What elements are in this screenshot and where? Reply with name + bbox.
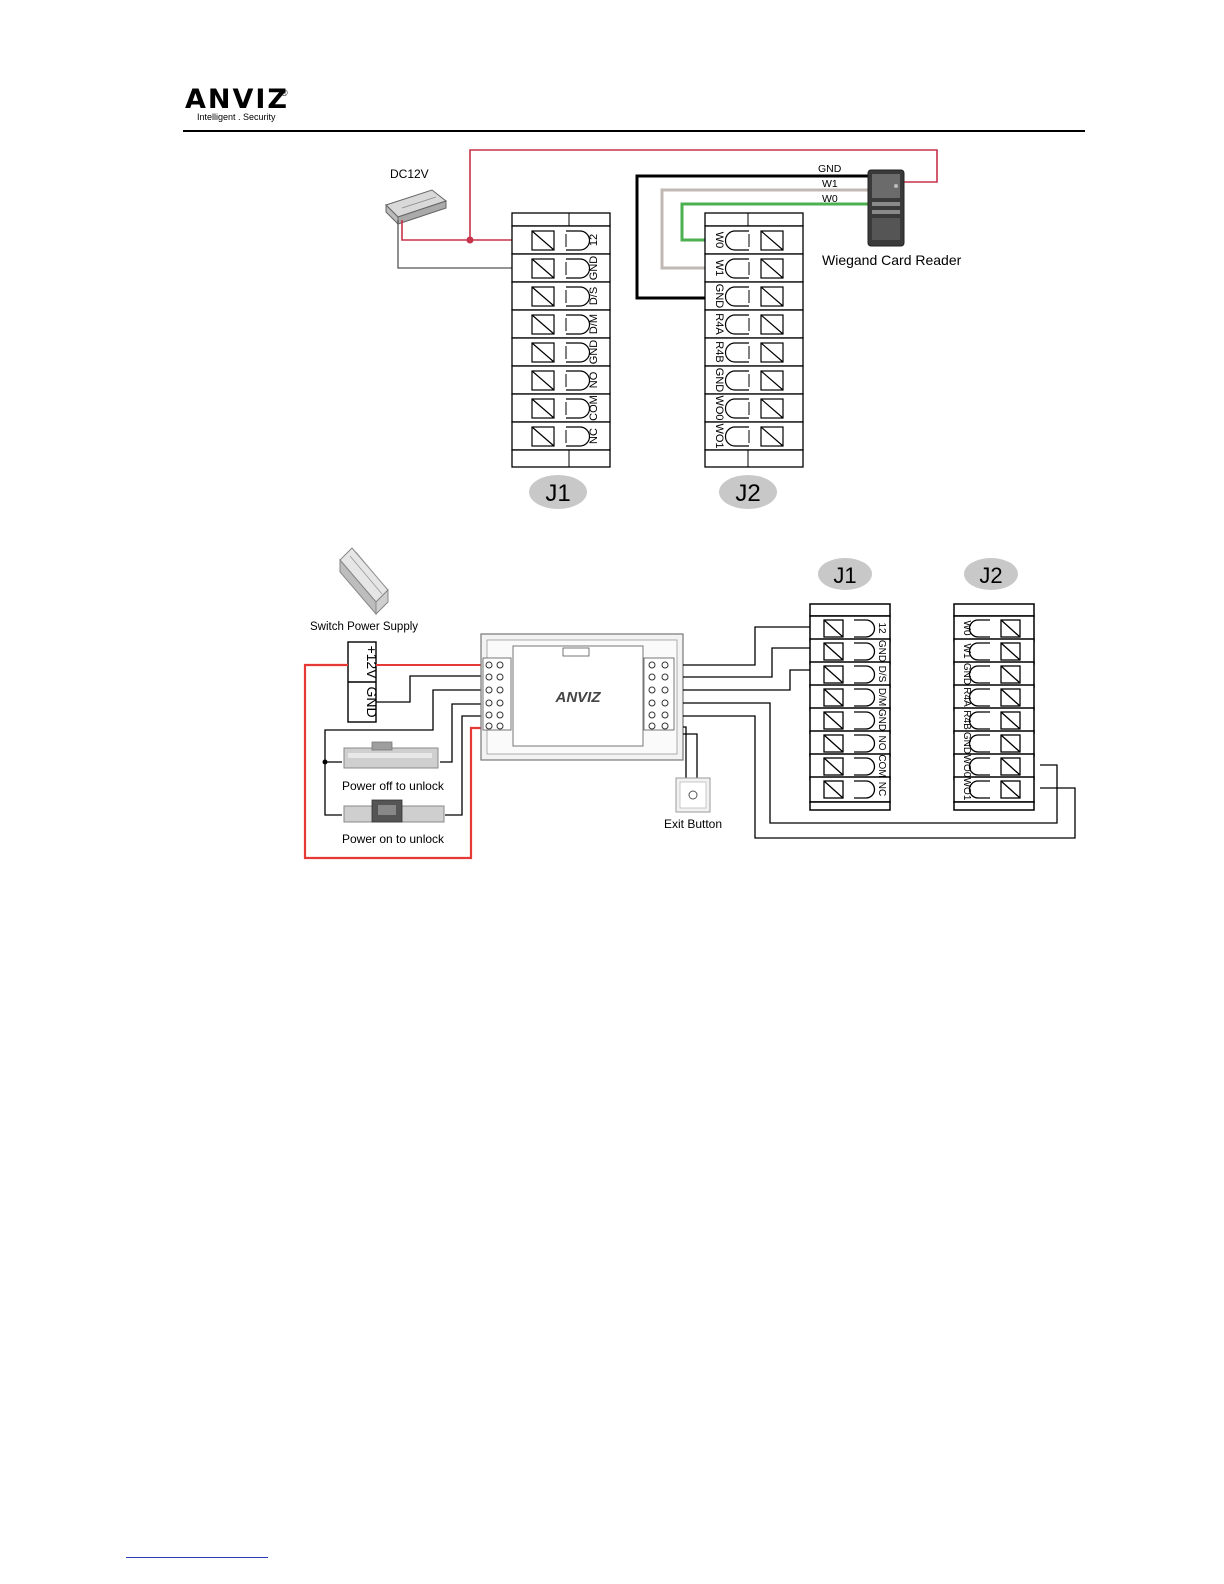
gnd-controller-wire [376, 676, 481, 702]
dc12v-power-supply-icon [386, 190, 446, 224]
dc12v-label: DC12V [390, 167, 429, 181]
j2b-label-wo1: WO1 [961, 778, 972, 801]
wire-label-w0: W0 [822, 193, 838, 205]
junction-dot [467, 237, 474, 244]
j2-label-r4b: R4B [713, 341, 725, 362]
j2-label-gnd: GND [713, 284, 725, 309]
reader-label: Wiegand Card Reader [822, 252, 962, 268]
j1-gnd-wire [683, 648, 810, 677]
j2-label-gnd2: GND [713, 368, 725, 393]
j2-terminal-block-2: W0 W1 GND R4A R4B GND WO0 WO1 [954, 604, 1034, 810]
lock2-wire [445, 716, 481, 815]
j2b-label-gnd: GND [961, 663, 972, 685]
j1-label-12: 12 [588, 234, 600, 246]
j1-tag-label: J1 [545, 480, 570, 507]
j1-label-gnd2: GND [588, 340, 600, 365]
lock1-wire [440, 704, 481, 762]
j1b-label-com: COM [876, 754, 887, 777]
j1b-label-ds: D/S [876, 666, 887, 683]
j1b-label-gnd2: GND [876, 709, 887, 731]
j2-tag-2-label: J2 [979, 563, 1002, 588]
wire-label-gnd: GND [818, 163, 842, 175]
j1b-label-no: NO [876, 736, 887, 751]
j2b-label-r4a: R4A [961, 687, 972, 707]
j2-label-r4a: R4A [713, 313, 725, 335]
supply-gnd-wire [398, 220, 512, 268]
j1b-label-dm: D/M [876, 688, 887, 706]
j1-label-com: COM [588, 395, 600, 421]
lock2-label: Power on to unlock [342, 832, 445, 846]
j2-tag-label: J2 [735, 480, 760, 507]
j1-12-wire [683, 627, 810, 665]
j2-terminal-block: W0 W1 GND R4A R4B GND WO0 WO1 [705, 213, 803, 467]
j1-label-no: NO [588, 371, 600, 388]
switch-power-supply-icon [340, 548, 388, 614]
j1-label-gnd: GND [588, 256, 600, 281]
j2-label-wo1: WO1 [713, 423, 725, 448]
j1-terminal-block: 12 GND D/S D/M GND NO COM NC [512, 213, 610, 467]
j2-label-wo0: WO0 [713, 395, 725, 420]
exit-button-label: Exit Button [664, 817, 722, 831]
j1b-label-nc: NC [876, 782, 887, 796]
supply-terminal-12v: +12V [364, 645, 380, 679]
j2b-label-r4b: R4B [961, 710, 972, 730]
j2b-label-gnd2: GND [961, 732, 972, 754]
j2b-label-wo0: WO0 [961, 755, 972, 778]
j1b-label-gnd: GND [876, 640, 887, 662]
electric-bolt-lock-icon [344, 742, 438, 768]
exit-button-icon [676, 778, 710, 812]
j2b-label-w1: W1 [961, 644, 972, 659]
access-controller: ANVIZ [481, 634, 683, 760]
electric-strike-lock-icon [344, 800, 444, 822]
j1-label-ds: D/S [588, 287, 600, 305]
supply-label: Switch Power Supply [310, 621, 418, 633]
j2b-label-w0: W0 [961, 621, 972, 636]
j2-label-w1: W1 [713, 260, 725, 277]
diagram-2: Switch Power Supply +12V GND Power off t… [305, 548, 1075, 858]
j1b-label-12: 12 [876, 622, 887, 634]
j1-label-nc: NC [588, 428, 600, 444]
footer-rule [126, 1557, 268, 1558]
j2-label-w0: W0 [713, 232, 725, 249]
controller-left-terminals [483, 658, 511, 730]
power-wire [402, 220, 512, 240]
wire-label-w1: W1 [822, 178, 838, 190]
controller-right-terminals [644, 658, 674, 730]
j1-label-dm: D/M [588, 314, 600, 334]
j1-tag-2-label: J1 [833, 563, 856, 588]
j1-terminal-block-2: 12 GND D/S D/M GND NO COM NC [810, 604, 890, 810]
controller-brand: ANVIZ [555, 689, 602, 706]
card-reader-icon [868, 170, 904, 246]
lock1-label: Power off to unlock [342, 779, 445, 793]
diagram-1: DC12V GND W1 W0 Wiegand Card Reader [386, 150, 962, 509]
j1-ds-wire [683, 670, 810, 690]
